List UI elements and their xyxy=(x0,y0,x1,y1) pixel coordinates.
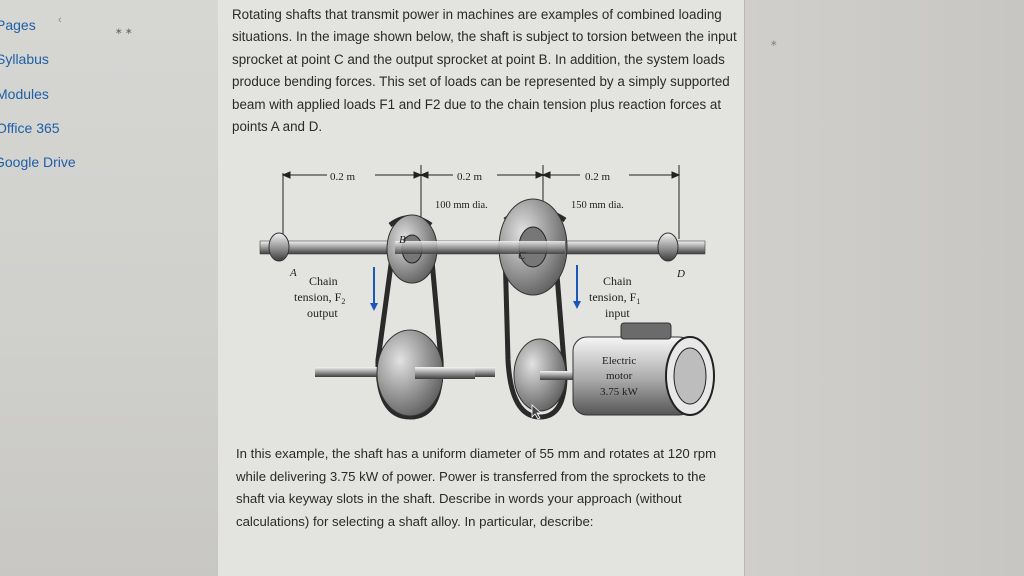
bearing-a xyxy=(268,232,290,262)
chain-left-label-3: output xyxy=(307,306,338,320)
point-b-label: B xyxy=(399,234,406,246)
bearing-d xyxy=(657,232,679,262)
course-sidebar: Pages ‹ ∗ ∗ Syllabus Modules Office 365 … xyxy=(0,0,219,576)
shaft-diagram: 0.2 m 0.2 m 0.2 m 100 mm dia. 150 mm dia… xyxy=(259,165,715,420)
chain-right-label-2: tension, F1 xyxy=(589,290,640,306)
sidebar-item-office-365[interactable]: Office 365 xyxy=(0,120,60,136)
right-margin xyxy=(744,0,1024,576)
electric-motor xyxy=(572,322,715,416)
sparkle-icon: ∗ ∗ xyxy=(115,26,133,36)
sidebar-item-modules[interactable]: Modules xyxy=(0,86,49,102)
dimension-label-1: 0.2 m xyxy=(330,171,356,183)
question-content xyxy=(218,0,744,576)
mouse-cursor-icon xyxy=(531,404,543,425)
point-a-label: A xyxy=(289,267,297,279)
motor-label-3: 3.75 kW xyxy=(600,386,639,398)
point-c-label: C xyxy=(518,250,526,262)
dimension-label-3: 0.2 m xyxy=(585,171,611,183)
shaft-figure: 0.2 m 0.2 m 0.2 m 100 mm dia. 150 mm dia… xyxy=(235,155,725,435)
motor-label-1: Electric xyxy=(602,355,636,367)
diameter-label-c: 150 mm dia. xyxy=(571,200,624,211)
motor-label-2: motor xyxy=(606,370,633,382)
chain-left-label-2: tension, F2 xyxy=(294,290,345,306)
decorative-mark-icon: ∗ xyxy=(770,38,778,48)
collapse-arrow-icon[interactable]: ‹ xyxy=(58,14,62,26)
dimension-label-2: 0.2 m xyxy=(457,171,483,183)
lower-belt-right xyxy=(502,249,568,420)
sidebar-item-syllabus[interactable]: Syllabus xyxy=(0,51,49,67)
dimension-lines xyxy=(281,165,681,239)
sidebar-item-google-drive[interactable]: Google Drive xyxy=(0,154,76,170)
question-followup: In this example, the shaft has a uniform… xyxy=(236,446,717,529)
question-intro: Rotating shafts that transmit power in m… xyxy=(232,7,737,135)
chain-right-label-1: Chain xyxy=(603,274,632,288)
diameter-label-b: 100 mm dia. xyxy=(435,200,488,211)
point-d-label: D xyxy=(676,268,685,280)
chain-right-label-3: input xyxy=(605,306,630,320)
sidebar-item-pages[interactable]: Pages xyxy=(0,17,36,33)
chain-left-label-1: Chain xyxy=(309,274,338,288)
